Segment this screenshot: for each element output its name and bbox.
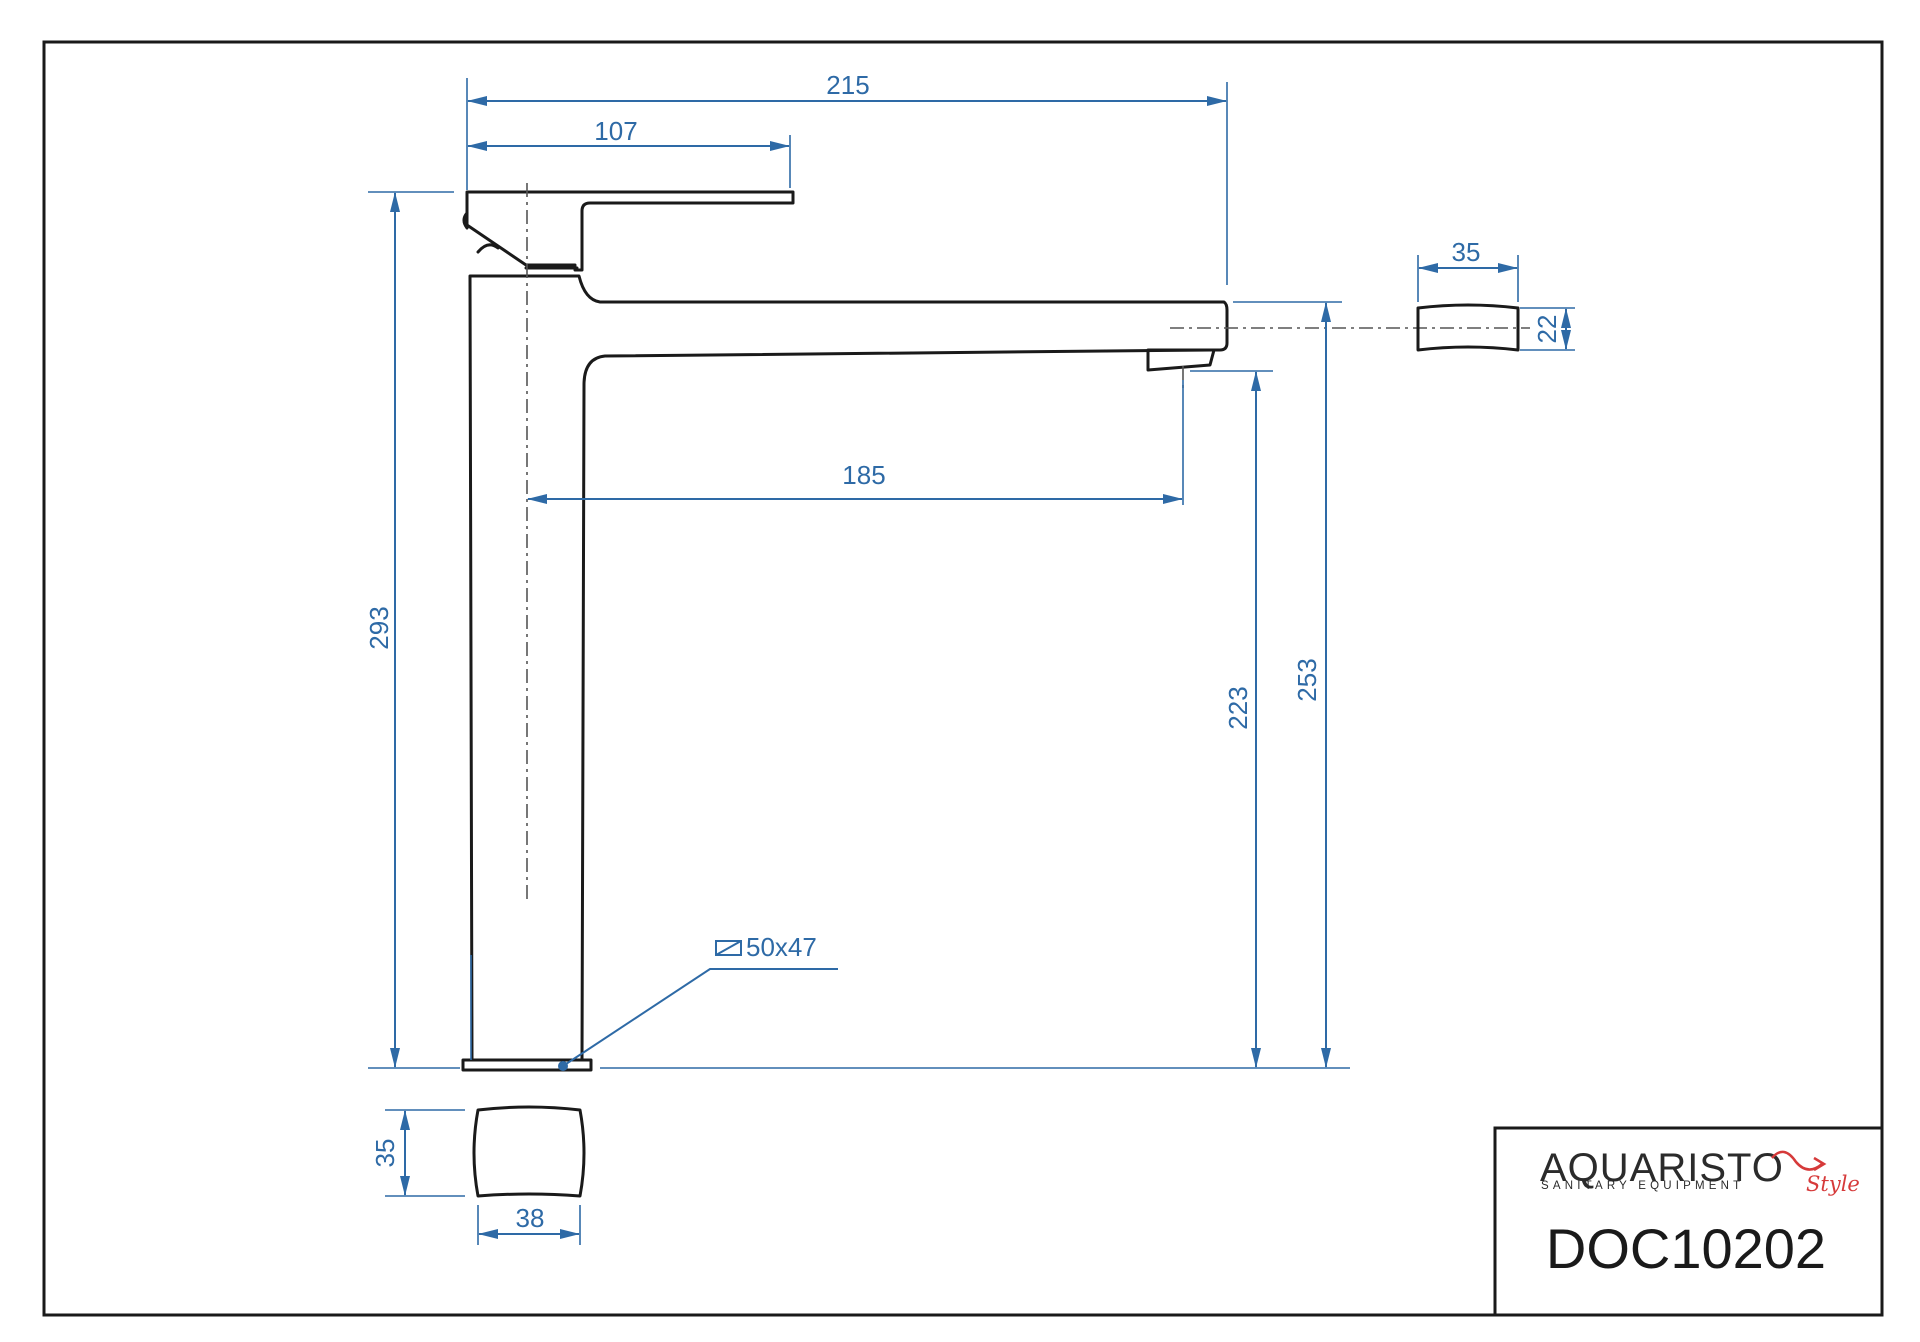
title-block: AQUARISTO SANITARY EQUIPMENT Style DOC10… <box>1493 1126 1884 1317</box>
faucet-body <box>468 274 1229 1062</box>
aerator <box>1146 348 1216 372</box>
dim-text-253: 253 <box>1292 658 1322 701</box>
lever-joint <box>476 243 500 254</box>
dimension-lines <box>368 78 1575 1245</box>
faucet-side-view <box>461 183 1530 1072</box>
dim-text-35-bottom: 35 <box>370 1139 400 1168</box>
body-section <box>472 1105 586 1198</box>
dim-text-107: 107 <box>594 116 637 146</box>
dim-text-35-top: 35 <box>1452 237 1481 267</box>
lever-cap <box>462 211 469 230</box>
dim-text-50x47: 50x47 <box>746 932 817 962</box>
brand-style: Style <box>1806 1172 1860 1196</box>
base-plate <box>461 1058 593 1072</box>
drawing-frame <box>42 40 1884 1317</box>
leader-50x47 <box>562 968 838 1067</box>
dim-text-215: 215 <box>826 70 869 100</box>
dim-text-38: 38 <box>516 1203 545 1233</box>
dim-text-293: 293 <box>364 606 394 649</box>
brand-logo: AQUARISTO <box>1540 1146 1784 1190</box>
dim-text-223: 223 <box>1223 686 1253 729</box>
dim-text-185: 185 <box>842 460 885 490</box>
brand-subtitle: SANITARY EQUIPMENT <box>1541 1180 1744 1192</box>
lever-handle <box>465 190 795 272</box>
spout-section <box>1416 303 1520 352</box>
dim-text-22: 22 <box>1532 315 1562 344</box>
title-block-frame <box>1493 1126 1884 1317</box>
section-symbol <box>715 940 742 956</box>
drawing-code: DOC10202 <box>1546 1217 1826 1280</box>
